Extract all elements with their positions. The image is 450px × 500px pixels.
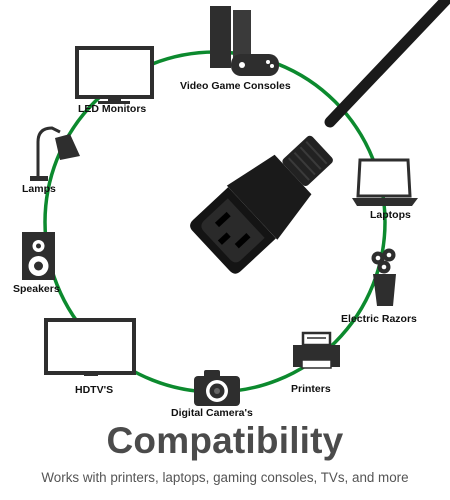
label-electric-razors: Electric Razors	[341, 313, 417, 325]
laptop-icon	[352, 158, 418, 206]
label-digital-cameras: Digital Camera's	[171, 407, 253, 419]
label-lamps: Lamps	[22, 183, 56, 195]
speaker-icon	[22, 232, 55, 280]
label-printers: Printers	[291, 383, 331, 395]
camera-icon	[194, 370, 240, 406]
power-cable-icon	[190, 0, 450, 274]
page-subtitle: Works with printers, laptops, gaming con…	[41, 470, 409, 485]
hdtv-icon	[44, 318, 136, 376]
page-title: Compatibility	[106, 420, 344, 461]
led-monitor-icon	[75, 46, 154, 104]
printer-icon	[293, 331, 340, 369]
label-video-game-consoles: Video Game Consoles	[180, 80, 291, 92]
lamp-icon	[30, 126, 80, 181]
electric-razor-icon	[371, 248, 396, 306]
game-console-icon	[210, 6, 279, 76]
label-led-monitors: LED Monitors	[78, 103, 147, 115]
label-speakers: Speakers	[13, 283, 60, 295]
label-laptops: Laptops	[370, 209, 411, 221]
label-hdtvs: HDTV'S	[75, 384, 114, 396]
